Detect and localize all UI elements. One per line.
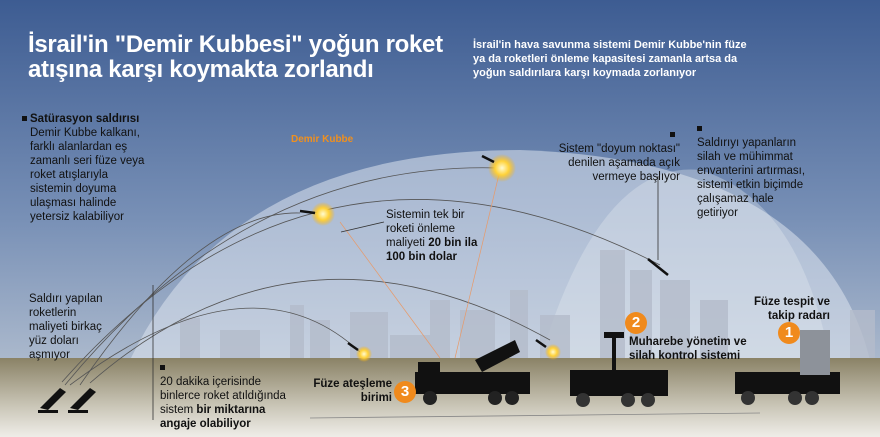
rockets [299,154,669,352]
label-line: takip radarı [768,310,830,322]
note-line: sistem [160,404,197,416]
note-line: Saldırı yapılan [29,293,103,305]
note-line: ulaşması halinde [30,197,117,209]
note-line: roketi önleme [386,223,456,235]
note-line: Sistemin tek bir [386,209,465,221]
note-line: sistemi etkin biçimde [697,179,804,191]
title-line: atışına karşı koymakta zorlandı [28,56,374,83]
subtitle: İsrail'in hava savunma sistemi Demir Kub… [473,38,747,80]
note-line: Sistem "doyum noktası" [558,143,680,155]
title-line: İsrail'in "Demir Kubbesi" yoğun roket [28,31,443,58]
note-line: çalışamaz hale [697,193,774,205]
note-line: aşmıyor [29,349,70,361]
label-line: silah kontrol sistemi [629,350,741,362]
note-line: roketlerin [29,307,77,319]
note-line: silah ve mühimmat [697,151,793,163]
rocket-launchers [38,388,96,413]
subtitle-line: İsrail'in hava savunma sistemi Demir Kub… [473,39,747,51]
dome-label: Demir Kubbe [291,134,354,145]
badge-1: 1 [778,322,800,344]
bullet-icon [697,126,702,132]
launcher-truck [415,340,530,405]
radar-label: Füze tespit ve takip radarı [740,295,830,323]
attackers-note: Saldırıyı yapanların silah ve mühimmat e… [697,122,805,220]
note-line: getiriyor [697,207,738,219]
interceptor-trails [339,169,501,359]
badge-2: 2 [625,312,647,334]
note-line: roket atışlarıyla [30,169,108,181]
note-line: envanterini artırması, [697,165,806,177]
note-line: vermeye başlıyor [592,171,680,183]
bullet-icon [22,116,27,122]
command-system-label: Muharebe yönetim ve silah kontrol sistem… [629,335,747,363]
note-line: denilen aşamada açık [568,157,680,169]
note-bold: angaje olabiliyor [160,418,251,430]
note-line: yetersiz kalabiliyor [30,211,124,223]
page-title: İsrail'in "Demir Kubbesi" yoğun roket at… [28,32,443,82]
note-line: yüz doları [29,335,79,347]
label-line: Füze tespit ve [753,296,830,308]
note-line: maliyeti birkaç [29,321,102,333]
saturation-note: Satürasyon saldırısı Demir Kubbe kalkanı… [22,112,144,224]
note-line: zamanlı seri füze veya [30,155,145,167]
label-line: birimi [360,392,392,404]
badge-3: 3 [394,381,416,403]
bullet-icon [670,132,675,138]
note-line: farklı alanlardan eş [30,141,128,153]
subtitle-line: ya da roketleri önleme kapasitesi zamanl… [473,53,738,65]
twenty-minute-note: 20 dakika içerisinde binlerce roket atıl… [160,361,286,431]
label-line: Füze ateşleme [313,378,392,390]
subtitle-line: yoğun saldırılara karşı koymada zorlanıy… [473,67,697,79]
rocket-trajectories [61,167,661,386]
rocket-cost-note: Saldırı yapılan roketlerin maliyeti birk… [29,292,103,362]
leader-lines [152,176,761,420]
saturation-point-note: Sistem "doyum noktası" denilen aşamada a… [540,128,680,184]
explosions [311,154,561,362]
note-bold: 100 bin dolar [386,251,457,263]
note-line: sistemin doyuma [30,183,117,195]
interceptor-cost-note: Sistemin tek bir roketi önleme maliyeti … [386,208,477,264]
note-bold: 20 bin ila [428,237,478,249]
command-truck [570,332,668,407]
launcher-label: Füze ateşleme birimi [300,377,392,405]
note-bold: bir miktarına [196,404,266,416]
saturation-heading: Satürasyon saldırısı [30,113,140,125]
city-skyline [180,250,875,358]
bullet-icon [160,365,165,371]
note-line: maliyeti [386,237,429,249]
note-line: Saldırıyı yapanların [697,137,797,149]
note-line: Demir Kubbe kalkanı, [30,127,140,139]
note-line: 20 dakika içerisinde [160,376,262,388]
radar-truck [735,330,840,405]
label-line: Muharebe yönetim ve [629,336,747,348]
note-line: binlerce roket atıldığında [160,390,286,402]
